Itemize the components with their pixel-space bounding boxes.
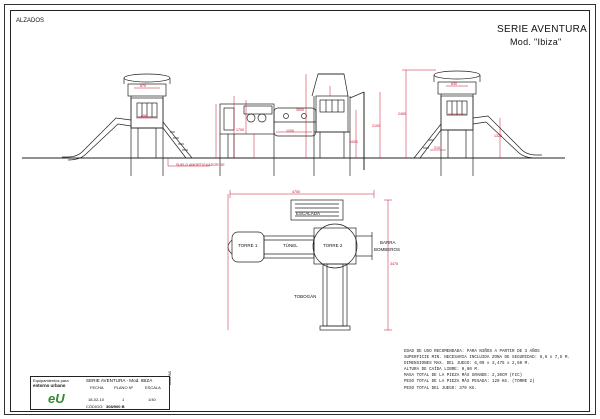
dim-label: 2100 <box>372 124 380 128</box>
drawing-frame <box>10 10 590 412</box>
col-fecha: FECHA <box>90 385 104 390</box>
dim-label: 1700 <box>236 128 244 132</box>
plan-label-barra: BARRA <box>380 240 396 245</box>
note-line: PESO TOTAL DE LA PIEZA MÁS PESADA: 120 K… <box>404 380 535 385</box>
codigo-value: 308/900 B <box>106 404 125 409</box>
plan-label-torre1: TORRE 1 <box>238 243 258 248</box>
section-label: ALZADOS <box>16 18 45 24</box>
note-line: EDAD DE USO RECOMENDADA: PARA NIÑOS A PA… <box>404 350 540 354</box>
plan-dim-depth: 3475 <box>390 262 398 266</box>
dim-label: 630 <box>451 82 457 86</box>
plan-dim-width: 4750 <box>292 190 300 194</box>
dim-label: 1320 <box>494 134 502 138</box>
note-line: SUPERFICIE MIN. NECESARIA INCLUIDA ZONA … <box>404 356 570 361</box>
dim-label: 2450 <box>398 112 406 116</box>
plano-value: 1 <box>122 397 125 402</box>
dim-label: 1200 <box>286 129 294 133</box>
codigo-label: CÓDIGO: <box>86 404 104 409</box>
project-name: SERIE AVENTURA - Mod. IBIZA <box>86 378 153 383</box>
col-plano: PLANO Nº <box>114 385 134 390</box>
plan-label-tobogan: TOBOGÁN <box>294 294 317 299</box>
note-line: DIMENSIONES MAX. DEL JUEGO: 6,00 x 3,475… <box>404 362 530 367</box>
plan-label-torre2: TORRE 2 <box>323 243 343 248</box>
model-title: Mod. "Ibiza" <box>510 37 562 47</box>
technical-notes: EDAD DE USO RECOMENDADA: PARA NIÑOS A PA… <box>404 349 570 392</box>
company-logo-text: eU <box>48 391 65 406</box>
dim-label: 670 <box>140 84 146 88</box>
fecha-value: 18-02-10 <box>88 397 105 402</box>
col-escala: ESCALA <box>145 385 161 390</box>
plan-label-tunel: TÚNEL <box>283 243 298 248</box>
dim-label: 210 <box>434 146 440 150</box>
ground-label: SUELO AMORTIGUADOR DE <box>176 163 225 167</box>
title-block <box>30 376 170 410</box>
dim-label: 450 <box>141 114 147 118</box>
series-title: SERIE AVENTURA <box>497 24 588 35</box>
note-line: ALTURA DE CAÍDA LIBRE: 0,80 M. <box>404 368 480 373</box>
dim-label: 1000 <box>350 140 358 144</box>
note-line: PESO TOTAL DEL JUEGO: 370 KG. <box>404 386 477 391</box>
company-name: entorno urbano <box>33 383 66 388</box>
escala-value: 1/40 <box>148 397 156 402</box>
plan-label-bomberos: BOMBEROS <box>374 247 401 252</box>
company-line: Equipamientos para <box>33 378 69 383</box>
dim-label: 3000 <box>296 108 304 112</box>
note-line: MASA TOTAL DE LA PIEZA MÁS GRANDE: 2,30C… <box>404 374 523 379</box>
drawing-sheet <box>4 4 596 415</box>
plan-label-escalada: ESCALADA <box>296 211 321 216</box>
